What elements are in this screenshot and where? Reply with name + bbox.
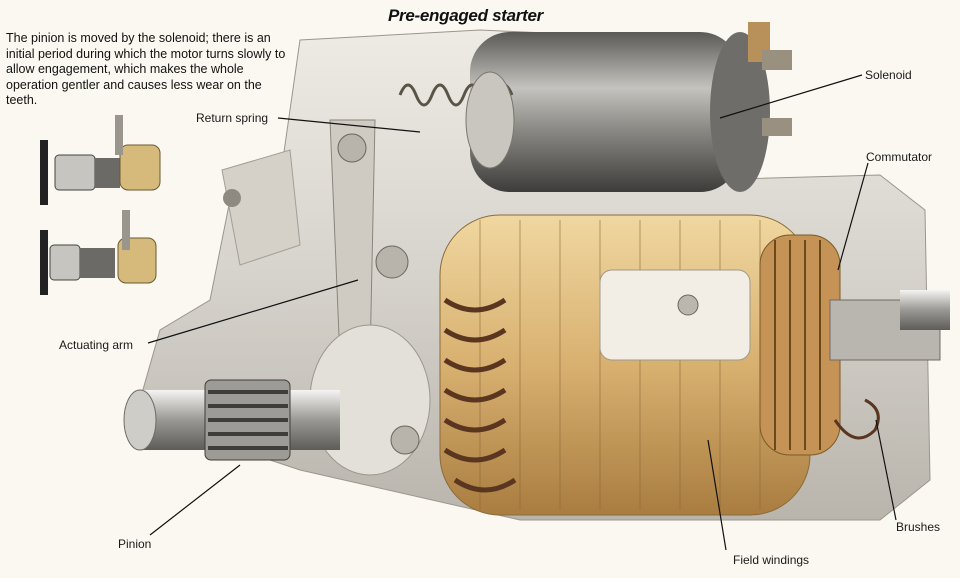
diagram-title: Pre-engaged starter — [388, 6, 543, 25]
label-actuating-arm: Actuating arm — [59, 338, 134, 352]
label-return-spring: Return spring — [196, 111, 269, 125]
label-solenoid: Solenoid — [865, 68, 912, 82]
label-commutator: Commutator — [866, 150, 933, 164]
label-field-windings: Field windings — [733, 553, 810, 567]
label-pinion: Pinion — [118, 537, 152, 551]
engagement-diagram-2 — [40, 210, 157, 295]
label-brushes: Brushes — [896, 520, 941, 534]
diagram-description: The pinion is moved by the solenoid; the… — [6, 31, 286, 107]
engagement-diagram-1 — [40, 115, 161, 205]
